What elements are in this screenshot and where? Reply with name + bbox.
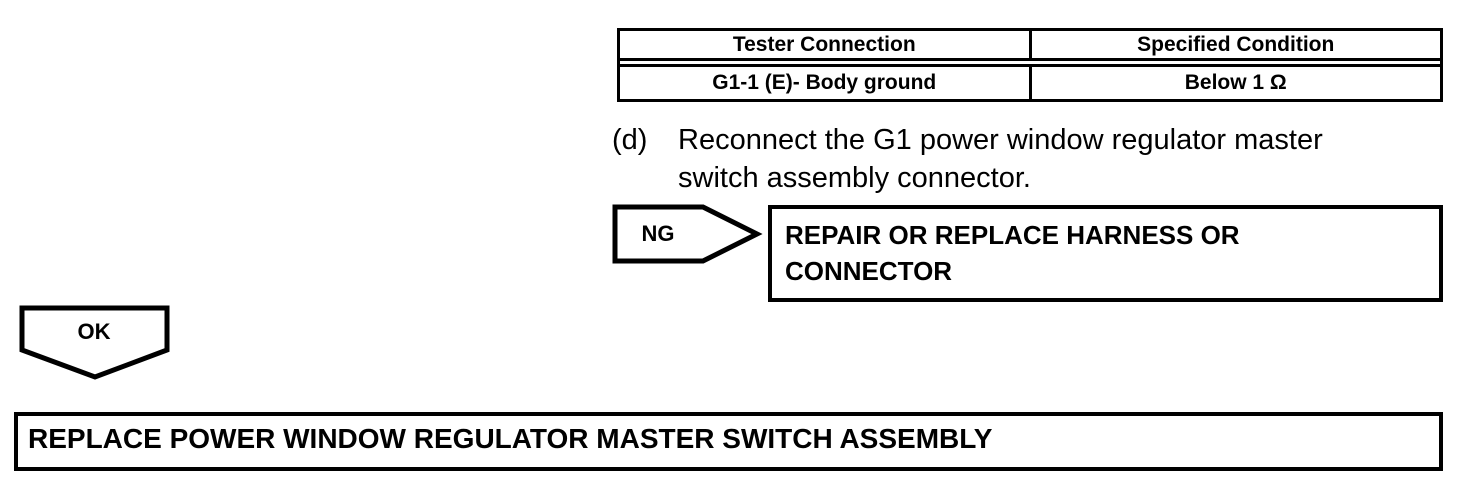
ok-label: OK <box>77 319 111 344</box>
final-action-text: REPLACE POWER WINDOW REGULATOR MASTER SW… <box>28 423 993 454</box>
spec-table-header-specified-condition: Specified Condition <box>1137 32 1335 56</box>
spec-table: Tester Connection Specified Condition G1… <box>617 28 1443 102</box>
step-text: Reconnect the G1 power window regulator … <box>678 124 1323 194</box>
instruction-step-d: (d) Reconnect the G1 power window regula… <box>612 121 1378 197</box>
spec-table-cell-specified-condition: Below 1 Ω <box>1184 71 1287 94</box>
ng-action-box: REPAIR OR REPLACE HARNESS OR CONNECTOR <box>768 205 1443 302</box>
ng-action-text: REPAIR OR REPLACE HARNESS OR CONNECTOR <box>785 220 1240 286</box>
ng-arrow-icon <box>612 204 763 264</box>
spec-table-header-row: Tester Connection Specified Condition <box>620 31 1440 67</box>
step-marker: (d) <box>612 124 648 156</box>
spec-table-row: G1-1 (E)- Body ground Below 1 Ω <box>620 67 1440 99</box>
spec-table-cell-tester-connection: G1-1 (E)- Body ground <box>620 67 1032 99</box>
ok-arrow-icon <box>19 305 170 380</box>
ng-label: NG <box>641 221 675 246</box>
spec-table-header-tester-connection: Tester Connection <box>620 31 1032 58</box>
final-action-box: REPLACE POWER WINDOW REGULATOR MASTER SW… <box>14 412 1443 471</box>
